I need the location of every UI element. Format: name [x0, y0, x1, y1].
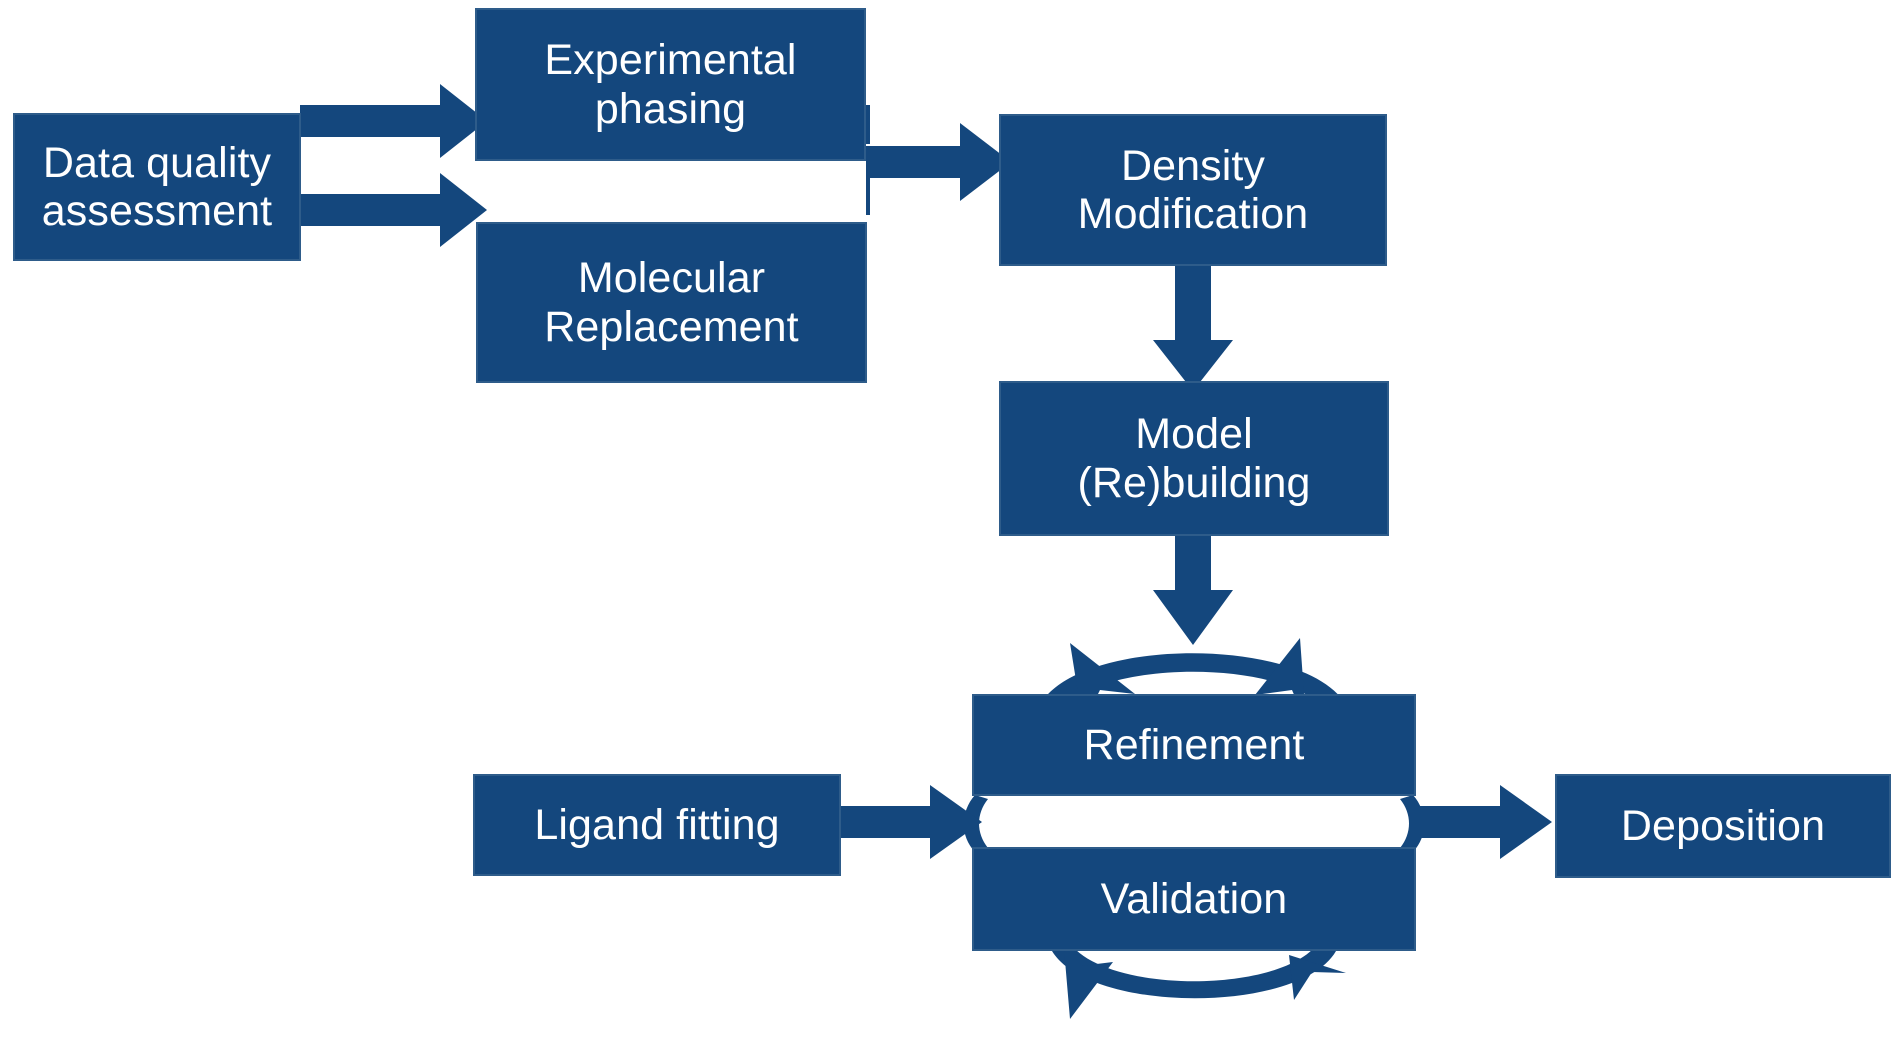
node-label: Refinement: [1083, 720, 1305, 769]
node-experimental-phasing[interactable]: Experimental phasing: [475, 8, 866, 161]
node-label: Validation: [1100, 874, 1288, 923]
node-label: Deposition: [1620, 801, 1826, 850]
node-refinement[interactable]: Refinement: [972, 694, 1416, 796]
circular-arrow-right-connector: [1400, 795, 1425, 852]
node-density-modification[interactable]: Density Modification: [999, 114, 1387, 266]
arrow-density-modification-to-model-rebuilding: [1153, 266, 1233, 391]
arrow-data-quality-to-molecular-replacement: [300, 173, 487, 247]
node-deposition[interactable]: Deposition: [1555, 774, 1891, 878]
node-molecular-replacement[interactable]: Molecular Replacement: [476, 222, 867, 383]
node-label: Molecular Replacement: [544, 254, 799, 351]
arrow-phasing-to-density-modification: [866, 105, 1011, 215]
node-label: Model (Re)building: [1077, 410, 1311, 507]
node-label: Experimental phasing: [544, 36, 797, 133]
node-label: Density Modification: [1077, 141, 1309, 238]
circular-arrow-left-connector: [963, 795, 988, 852]
node-validation[interactable]: Validation: [972, 847, 1416, 951]
arrow-data-quality-to-experimental-phasing: [300, 84, 487, 158]
arrow-ligand-fitting-to-refinement: [841, 785, 982, 859]
arrow-validation-to-deposition: [1412, 785, 1552, 859]
node-label: Ligand fitting: [534, 800, 780, 849]
node-ligand-fitting[interactable]: Ligand fitting: [473, 774, 841, 876]
node-data-quality-assessment[interactable]: Data quality assessment: [13, 113, 301, 261]
arrow-model-rebuilding-to-refinement: [1153, 536, 1233, 645]
node-model-rebuilding[interactable]: Model (Re)building: [999, 381, 1389, 536]
node-label: Data quality assessment: [41, 138, 273, 235]
